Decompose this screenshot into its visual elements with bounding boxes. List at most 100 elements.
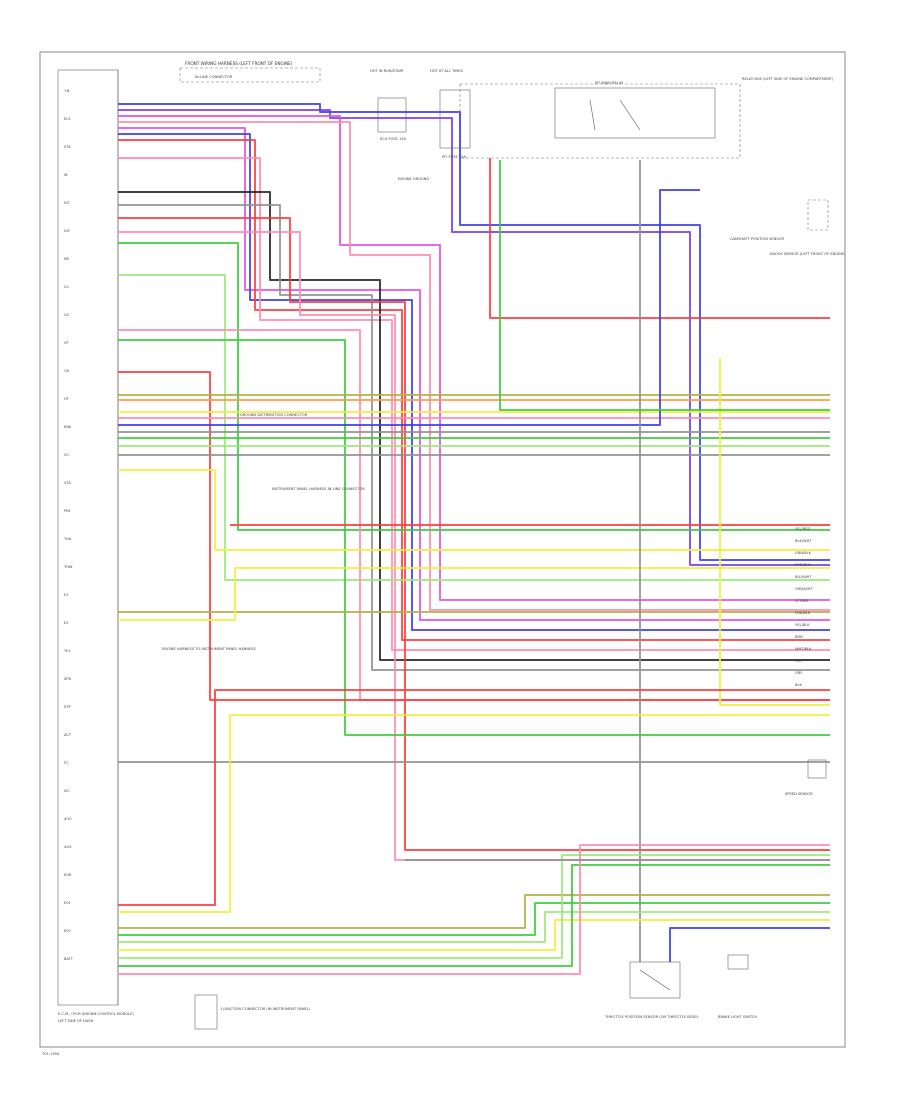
wire-olive-3: [118, 894, 830, 929]
wire-color-label: BLK: [795, 683, 802, 687]
wire-color-label: LT GRN: [795, 599, 808, 603]
wire-blue-1: [118, 103, 830, 561]
relay-switch-box: [554, 87, 716, 139]
ecm-pin-label: E1: [64, 593, 69, 597]
wire-yellow-5: [118, 714, 830, 913]
wire-red-4: [118, 371, 830, 701]
bottom-comp-2-label: BRAKE LIGHT SWITCH: [718, 1015, 757, 1019]
ecu-fuse-box: [377, 97, 407, 133]
wire-red-1: [118, 139, 830, 641]
top-inline-connector: [179, 67, 321, 83]
wire-magenta-1: [118, 115, 830, 601]
wire-yellow-3: [118, 567, 830, 621]
wire-blue-3: [118, 189, 700, 426]
bottom-comp-1-label: THROTTLE POSITION SENSOR (ON THROTTLE BO…: [604, 1015, 699, 1019]
efi-main-relay-box: [459, 83, 741, 159]
wire-gray-1: [118, 204, 830, 671]
ecm-pin-label: HT: [64, 397, 70, 401]
fuse-right-label: HOT AT ALL TIMES: [430, 69, 464, 73]
throttle-sensor-box: [629, 961, 681, 999]
wire-pink-1: [118, 121, 830, 611]
ecm-pin-label: W: [64, 173, 68, 177]
main-relay-label: EFI MAIN RELAY: [595, 81, 624, 85]
wire-green-4: [499, 160, 830, 411]
ecm-pin-label: #10: [64, 817, 72, 821]
camshaft-sensor-connector: [807, 199, 829, 231]
wire-color-label: GRN/BLK: [795, 551, 812, 555]
sensor-right-3-label: SPEED SENSOR: [785, 792, 813, 796]
wire-color-label: WHT/BLK: [795, 647, 812, 651]
wire-red-6: [118, 689, 830, 906]
fuse-left-label: HOT IN RUN/START: [370, 69, 405, 73]
wire-color-label: BLK/WHT: [795, 539, 812, 543]
ecm-pin-label: #20: [64, 845, 72, 849]
ecm-pin-label: OX: [64, 369, 70, 373]
wire-color-labels: YEL/REDBLK/WHTGRN/BLKRED/BLKBLU/WHTGRN/W…: [795, 527, 813, 687]
legend-note-label: 1 JUNCTION CONNECTOR (IN INSTRUMENT PANE…: [220, 1007, 311, 1011]
wire-blue-2: [118, 133, 830, 631]
relay-contact-2: [589, 99, 596, 131]
wire-blue-4: [669, 927, 830, 962]
top-connector-label: FRONT WIRING HARNESS (LEFT FRONT OF ENGI…: [185, 61, 293, 66]
ecm-pin-label: TE1: [63, 649, 71, 653]
wire-color-label: YEL/RED: [795, 527, 810, 531]
junction-1-label: GROUND DISTRIBUTION CONNECTOR: [240, 413, 308, 417]
ecm-pin-label: STA: [64, 145, 71, 149]
wire-color-label: GRY: [795, 671, 803, 675]
ecm-pin-label: G2: [64, 313, 69, 317]
diagram-frame: [39, 51, 846, 1048]
ecm-pin-label: BATT: [64, 957, 74, 961]
wire-magenta-2: [118, 127, 830, 621]
ecm-pin-label: PIM: [64, 509, 70, 513]
wire-color-label: PNK/BLK: [795, 611, 811, 615]
ecm-pin-label: IGT: [64, 201, 71, 205]
wire-red-3: [489, 158, 830, 319]
ecm-pin-label: ELS: [64, 117, 71, 121]
ecm-pin-labels: +BELSSTAWIGTIGFNEG1G2VFOXHTKNKVCVTAPIMTH…: [63, 89, 74, 961]
ecm-pin-label: SPD: [64, 677, 71, 681]
wire-color-label: VIO: [795, 659, 802, 663]
wire-color-label: BRN: [795, 635, 803, 639]
ecm-location-label: LEFT SIDE OF DASH: [58, 1019, 94, 1023]
wire-pink-6: [118, 844, 830, 975]
fuse-box-left-label: ECU FUSE 15A: [380, 137, 407, 141]
wire-lightgreen-1: [118, 274, 830, 581]
junction-3-label: ENGINE HARNESS TO INSTRUMENT PANEL HARNE…: [162, 647, 257, 651]
ecm-pin-label: FC: [64, 761, 69, 765]
wire-group: [118, 103, 830, 975]
ecm-pin-label: E01: [64, 901, 71, 905]
wire-lightgreen-3: [118, 911, 830, 943]
fuse-box-right-label: EFI FUSE 15A: [442, 155, 467, 159]
ecm-pin-label: ACT: [64, 733, 72, 737]
ecm-pin-label: NE: [64, 257, 70, 261]
ecm-pin-label: VTA: [64, 481, 71, 485]
ecm-pin-label: G1: [64, 285, 69, 289]
ecm-pin-label: THW: [63, 565, 73, 569]
brake-switch-box: [727, 954, 749, 970]
footer-code: T01-1994: [41, 1052, 60, 1056]
wire-yellow-4: [719, 358, 830, 706]
ecm-pin-label: KNK: [64, 425, 72, 429]
wire-green-6: [118, 864, 830, 967]
wire-green-2: [118, 339, 830, 736]
wire-pink-2: [118, 157, 830, 651]
ecm-pin-label: STP: [64, 705, 71, 709]
wire-black-1: [118, 191, 830, 661]
wire-color-label: GRN/WHT: [795, 587, 813, 591]
sensor-right-1-label: CAMSHAFT POSITION SENSOR: [730, 237, 784, 241]
wire-violet-1: [118, 109, 830, 566]
wire-yellow-6: [118, 919, 830, 951]
speed-sensor-connector: [807, 759, 827, 779]
ecm-pin-label: VF: [64, 341, 69, 345]
ecm-pin-label: +B: [64, 89, 70, 93]
relay-contact: [619, 99, 641, 131]
wire-color-label: RED/BLK: [795, 563, 811, 567]
throttle-sensor-wiper: [639, 969, 671, 991]
wire-yellow-2: [118, 469, 830, 551]
ecm-pin-label: THA: [63, 537, 72, 541]
ecm-pin-label: IGF: [64, 229, 70, 233]
junction-2-label: INSTRUMENT PANEL HARNESS IN-LINE CONNECT…: [272, 487, 365, 491]
ecm-pin-label: E02: [64, 929, 71, 933]
